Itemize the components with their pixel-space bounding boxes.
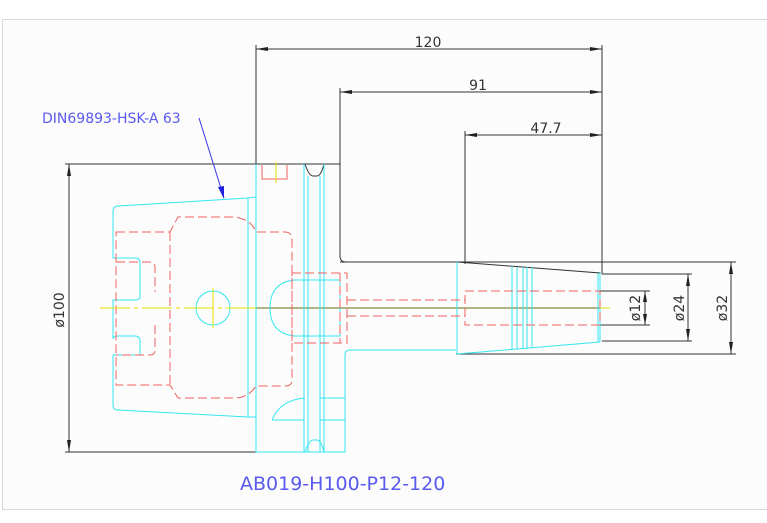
- dimension-91-label: 91: [469, 78, 487, 94]
- dimension-47-7-label: 47.7: [530, 121, 561, 137]
- dimension-d12-label: ø12: [628, 295, 644, 321]
- dimension-91: 91: [339, 78, 602, 164]
- dimension-120-label: 120: [415, 35, 442, 51]
- dimension-d100-label: ø100: [52, 292, 68, 327]
- center-lines: [100, 162, 610, 328]
- standard-leader: [198, 117, 225, 199]
- dimension-d24: ø24: [602, 273, 692, 342]
- drawing-frame: [2, 19, 767, 510]
- dimension-d12: ø12: [600, 290, 650, 326]
- dimension-d32-label: ø32: [715, 295, 731, 321]
- holder-body: [112, 163, 601, 453]
- part-number-title: AB019-H100-P12-120: [240, 473, 445, 495]
- standard-label: DIN69893-HSK-A 63: [42, 111, 181, 127]
- dimension-d24-label: ø24: [672, 295, 688, 321]
- hidden-lines: [115, 165, 601, 399]
- dimension-47-7: 47.7: [464, 121, 602, 264]
